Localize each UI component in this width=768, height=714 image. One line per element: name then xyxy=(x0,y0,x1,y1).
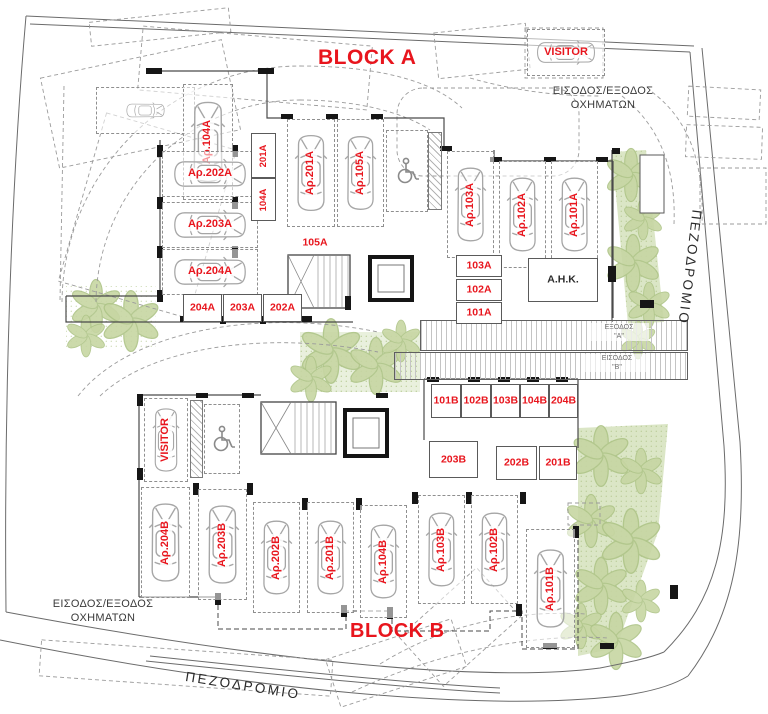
parking-stall-b203: Αρ.203B xyxy=(198,489,247,600)
block-a-title: BLOCK A xyxy=(318,46,417,69)
parking-stall-label: Αρ.203A xyxy=(185,218,235,231)
storeroom-label: Α.Η.Κ. xyxy=(547,273,579,286)
storeroom-s201A: 201A xyxy=(251,133,276,178)
parking-stall-a105: Αρ.105A xyxy=(337,119,384,227)
storeroom-s203A: 203A xyxy=(223,294,262,322)
parking-stall-label: Αρ.202B xyxy=(269,533,283,582)
storeroom-s101B: 101B xyxy=(431,384,461,418)
storeroom-s102B: 102B xyxy=(461,384,491,418)
storeroom-s104A: 104A xyxy=(251,178,276,221)
parking-stall-a202: Αρ.202A xyxy=(162,151,258,197)
storeroom-label: 105A xyxy=(302,236,328,249)
utility-box xyxy=(639,154,665,214)
parking-stall-visitor_b: VISITOR xyxy=(144,398,188,482)
staircase-block-b xyxy=(260,401,337,455)
parking-stall-b201: Αρ.201B xyxy=(307,502,354,613)
storeroom-label: 203A xyxy=(229,301,256,314)
parking-stall-b101: Αρ.101B xyxy=(526,529,575,648)
storeroom-label: 101A xyxy=(466,306,492,319)
parking-stall-b204: Αρ.204B xyxy=(141,487,190,598)
parking-stall-label: Αρ.101A xyxy=(567,190,581,239)
storeroom-s105A: 105A xyxy=(293,233,337,253)
parking-stall-label: Αρ.104B xyxy=(376,537,390,586)
parking-stall-a204: Αρ.204A xyxy=(162,249,258,295)
storeroom-s202A: 202A xyxy=(263,294,302,322)
storeroom-label: 103B xyxy=(492,394,519,407)
storeroom-s101A: 101A xyxy=(456,302,502,324)
storeroom-s104B: 104B xyxy=(520,384,549,418)
parking-stall-a203: Αρ.203A xyxy=(162,202,258,248)
storeroom-label: 104A xyxy=(257,188,269,211)
disabled-parking-block-a xyxy=(386,130,428,212)
hatch-strip-a xyxy=(428,132,442,210)
elevator-block-a xyxy=(368,255,414,302)
parking-stall-label: Αρ.201B xyxy=(323,533,337,582)
parking-stall-label: Αρ.204A xyxy=(185,265,235,278)
storeroom-label: 101B xyxy=(433,394,459,407)
parking-stall-visitor_a: VISITOR xyxy=(527,29,605,76)
ramp-exit-a: ΕΞΟΔΟΣ"Α" xyxy=(420,320,688,351)
storeroom-s202B: 202B xyxy=(496,446,537,480)
wheelchair-icon xyxy=(397,157,420,184)
parking-stall-a103: Αρ.103A xyxy=(447,151,494,258)
storeroom-label: 102B xyxy=(463,394,489,407)
storeroom-s102A: 102A xyxy=(456,279,502,301)
storeroom-s204A: 204A xyxy=(183,294,222,322)
parking-stall-b103: Αρ.103B xyxy=(418,495,465,604)
storeroom-s103A: 103A xyxy=(456,255,502,277)
parking-stall-a201: Αρ.201A xyxy=(287,119,335,227)
storeroom-s204B: 204B xyxy=(549,384,578,418)
storeroom-label: 202A xyxy=(269,301,296,314)
parking-stall-label: Αρ.101B xyxy=(543,564,557,613)
canopy-outline xyxy=(217,530,579,650)
parking-stall-label: Αρ.103A xyxy=(463,180,477,229)
storeroom-label: 202B xyxy=(503,456,530,469)
dashed-turning-paths xyxy=(38,7,767,708)
parking-stall-label: Αρ.102B xyxy=(487,525,501,574)
storeroom-label: 204B xyxy=(550,394,577,407)
parking-stall-label: Αρ.202A xyxy=(185,167,235,180)
storeroom-ahk: Α.Η.Κ. xyxy=(528,258,598,302)
ramp-entry-label: ΕΙΣΟΔΟΣ"Β" xyxy=(585,354,649,373)
ramp-exit-label: ΕΞΟΔΟΣ"Α" xyxy=(589,323,649,342)
parking-stall-label: Αρ.103B xyxy=(434,525,448,574)
parking-stall-label: Αρ.203B xyxy=(215,520,229,569)
wheelchair-icon xyxy=(213,425,236,452)
ramp-entry-b: ΕΙΣΟΔΟΣ"Β" xyxy=(394,352,688,380)
parking-stall-label: VISITOR xyxy=(159,416,172,464)
parking-stall-a102: Αρ.102A xyxy=(499,161,546,268)
storeroom-s103B: 103B xyxy=(491,384,520,418)
storeroom-label: 204A xyxy=(189,301,216,314)
car-icon xyxy=(126,102,165,119)
storeroom-s201B: 201B xyxy=(539,446,577,480)
block-b-title: BLOCK B xyxy=(350,620,445,642)
hatch-strip-b xyxy=(190,400,203,478)
parking-stall-b102: Αρ.102B xyxy=(471,495,518,604)
storeroom-label: 103A xyxy=(466,259,492,272)
parking-stall-label: VISITOR xyxy=(542,45,590,59)
parking-stall-b202: Αρ.202B xyxy=(253,502,300,613)
parking-stall-unlabeled xyxy=(96,87,195,134)
storeroom-label: 104B xyxy=(521,394,548,407)
storeroom-label: 201A xyxy=(257,144,269,167)
storeroom-label: 203B xyxy=(440,452,467,465)
parking-stall-label: Αρ.204B xyxy=(158,518,172,567)
parking-stall-label: Αρ.102A xyxy=(515,190,529,239)
parking-stall-label: Αρ.105A xyxy=(353,148,367,198)
storeroom-label: 201B xyxy=(545,456,571,469)
elevator-block-b xyxy=(343,408,389,458)
parking-stall-a101: Αρ.101A xyxy=(551,161,598,268)
disabled-parking-block-b xyxy=(204,404,240,474)
storeroom-s203B: 203B xyxy=(429,441,478,478)
parking-stall-b104: Αρ.104B xyxy=(360,505,407,618)
parking-stall-label: Αρ.201A xyxy=(304,148,317,198)
storeroom-label: 102A xyxy=(466,283,492,296)
